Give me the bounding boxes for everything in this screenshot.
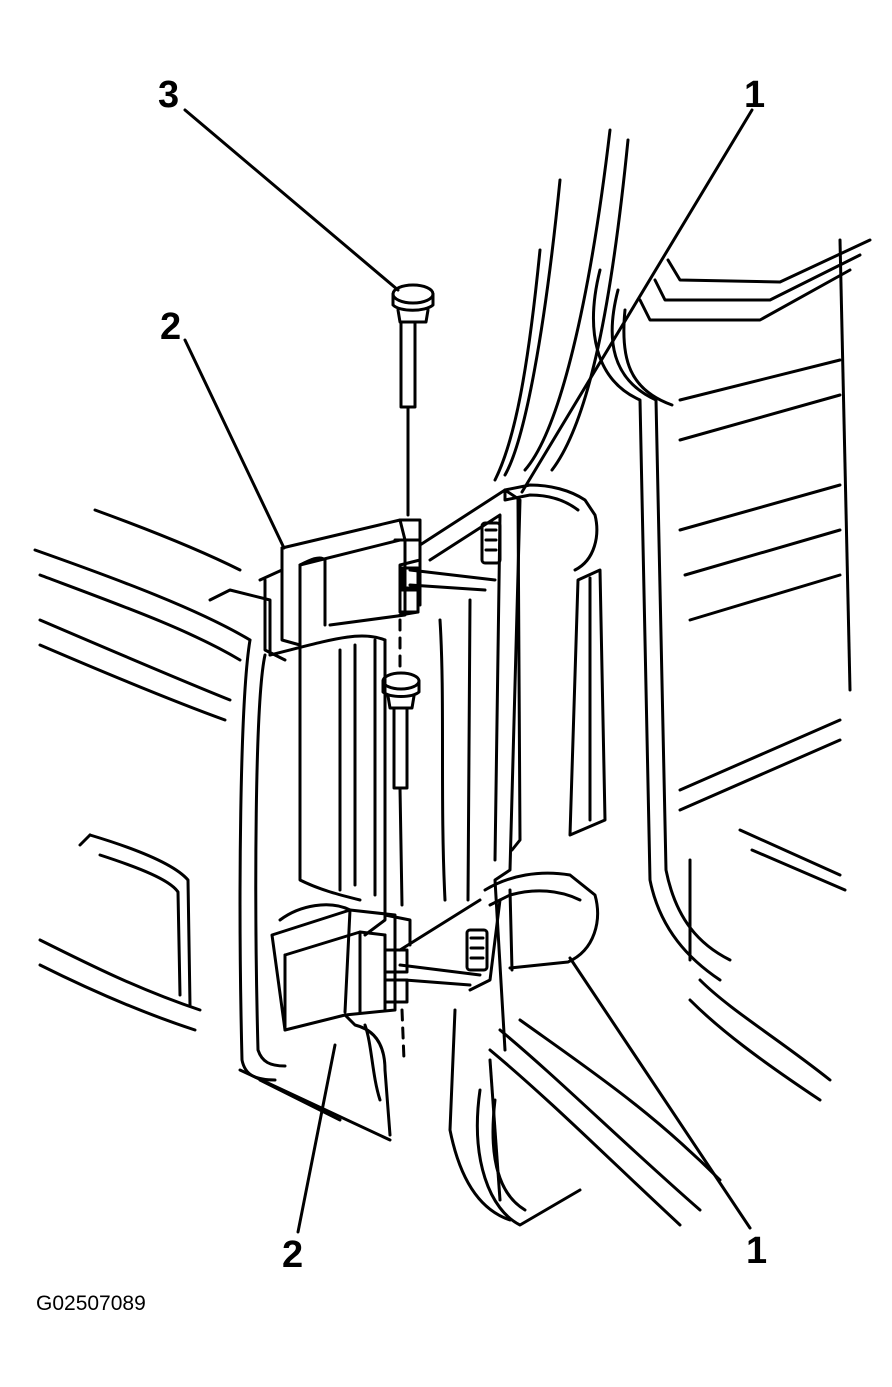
leader-2-upper [183, 338, 286, 550]
door-hinge-lower [270, 903, 412, 1137]
leader-3 [183, 108, 400, 292]
door-opening-seal [448, 1008, 722, 1227]
door-panel [33, 508, 392, 1142]
callout-pin: 3 [158, 74, 180, 116]
callout-door-hinge-lower: 2 [282, 1234, 304, 1276]
hinge-pin-lower [381, 618, 421, 1062]
leader-2-lower [296, 1043, 337, 1234]
leader-lines [183, 108, 754, 1234]
body-pillar [493, 128, 872, 1102]
figure-id: G02507089 [36, 1292, 146, 1315]
body-hinge-upper [408, 483, 599, 592]
callout-door-hinge-upper: 2 [160, 306, 182, 348]
leader-1-lower [568, 956, 752, 1230]
door-edge [208, 588, 387, 937]
callout-body-hinge-lower: 1 [746, 1230, 768, 1272]
callout-body-hinge-upper: 1 [744, 74, 766, 116]
leader-1-upper [520, 108, 754, 494]
door-hinge-upper [258, 518, 422, 662]
body-hinge-lower [398, 871, 599, 987]
body-hinge-plate [418, 488, 607, 1052]
hinge-pin-upper [391, 283, 435, 517]
